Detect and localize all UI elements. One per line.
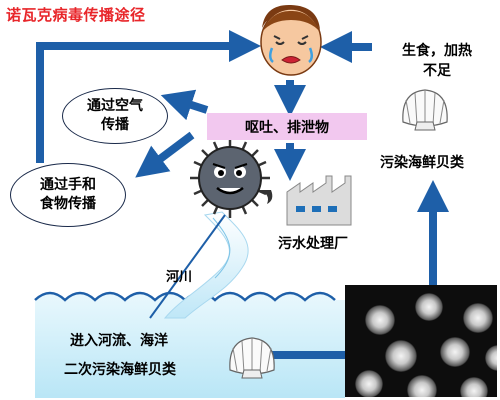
virion-particle [485, 345, 497, 371]
virion-particle [415, 293, 443, 321]
virion-particle [355, 370, 383, 397]
diagram-title: 诺瓦克病毒传播途径 [6, 6, 146, 24]
hand-food-line-1: 通过手和 [40, 177, 96, 194]
patient-face-icon [260, 4, 322, 76]
raw-food-label: 生食，加热 不足 [382, 42, 492, 81]
air-transmission-bubble: 通过空气 传播 [62, 88, 168, 144]
sea-shellfish-icon [229, 337, 275, 379]
air-transmission-line-1: 通过空气 [87, 98, 143, 115]
river-flow-line [149, 214, 226, 319]
virion-particle [365, 305, 395, 335]
hand-food-transmission-bubble: 通过手和 食物传播 [10, 163, 126, 227]
treatment-plant-label: 污水处理厂 [278, 236, 348, 252]
virion-particle [385, 340, 417, 372]
sea-label-line-2: 二次污染海鲜贝类 [64, 362, 176, 378]
river-label: 河川 [166, 270, 193, 285]
factory-icon [286, 175, 352, 226]
virus-micrograph [345, 285, 497, 397]
virion-particle [460, 377, 488, 397]
air-transmission-line-2: 传播 [101, 117, 129, 133]
norovirus-icon [190, 138, 273, 218]
vomit-excreta-label: 呕吐、排泄物 [207, 113, 367, 140]
virion-particle [407, 375, 437, 397]
contaminated-shellfish-label: 污染海鲜贝类 [380, 155, 464, 171]
raw-food-line-1: 生食，加热 [402, 43, 472, 59]
shellfish-icon [402, 89, 448, 131]
sea-label-line-1: 进入河流、海洋 [70, 333, 168, 349]
raw-food-line-2: 不足 [423, 62, 451, 79]
virion-particle [463, 303, 493, 333]
hand-food-line-2: 食物传播 [40, 196, 96, 212]
virion-particle [440, 337, 470, 367]
